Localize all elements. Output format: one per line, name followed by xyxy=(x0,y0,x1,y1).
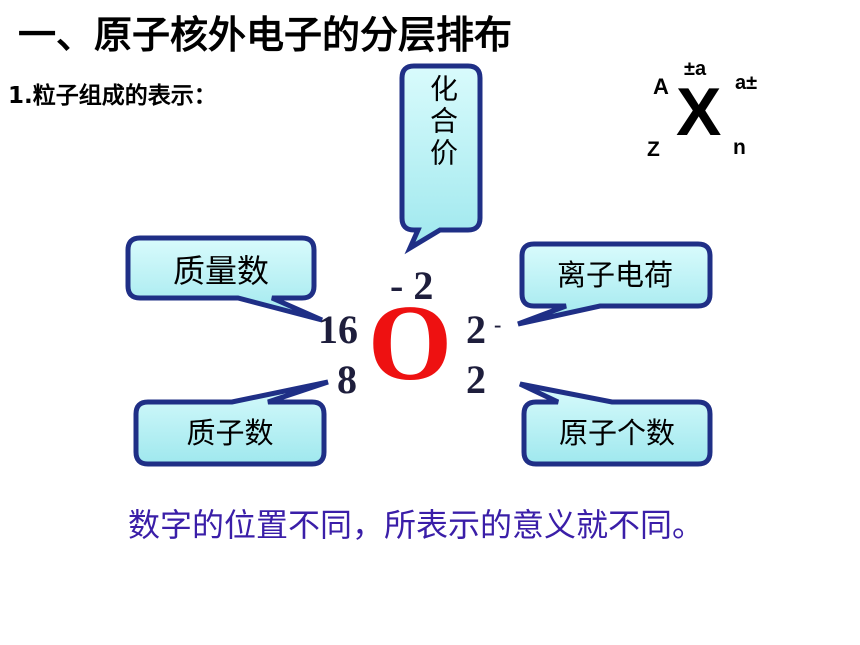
ion-charge-callout-label: 离子电荷 xyxy=(556,258,673,292)
valence-callout-bubble xyxy=(399,63,483,255)
example-mass-number: 16 xyxy=(318,307,358,352)
example-charge-sign: - xyxy=(494,312,502,337)
page-title: 一、原子核外电子的分层排布 xyxy=(18,13,513,57)
generic-count: n xyxy=(733,136,746,159)
generic-mass-number: A xyxy=(653,74,669,99)
generic-atomic-number: Z xyxy=(647,138,660,161)
proton-number-callout-bubble xyxy=(133,379,329,467)
generic-valence: ±a xyxy=(684,58,707,80)
valence-callout-label: 化合价 xyxy=(402,74,482,181)
example-charge: 2 xyxy=(466,307,486,352)
atom-count-callout-label: 原子个数 xyxy=(558,416,675,450)
example-atom-count: 2 xyxy=(466,357,486,402)
conclusion-text: 数字的位置不同，所表示的意义就不同。 xyxy=(128,506,705,544)
generic-element: X xyxy=(676,74,722,150)
ion-charge-callout-bubble xyxy=(517,241,713,327)
example-valence: - 2 xyxy=(390,263,434,308)
mass-number-callout-label: 质量数 xyxy=(172,252,269,290)
example-element-symbol: O xyxy=(368,284,453,403)
generic-charge: a± xyxy=(735,72,758,94)
mass-number-callout-bubble xyxy=(125,235,324,323)
example-atomic-number: 8 xyxy=(337,357,357,402)
atom-count-callout-bubble xyxy=(518,381,713,467)
section-heading: 1.粒子组成的表示： xyxy=(8,83,217,109)
valence-callout-text: 化合价 xyxy=(426,74,459,170)
proton-number-callout-label: 质子数 xyxy=(186,416,274,450)
